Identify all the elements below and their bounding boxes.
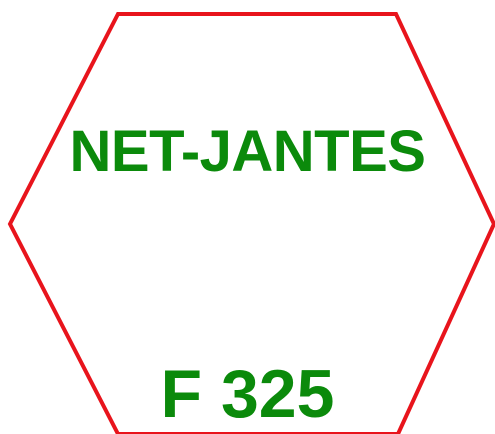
sign-title: NET-JANTES [69,119,426,184]
sign-code: F 325 [160,356,335,432]
